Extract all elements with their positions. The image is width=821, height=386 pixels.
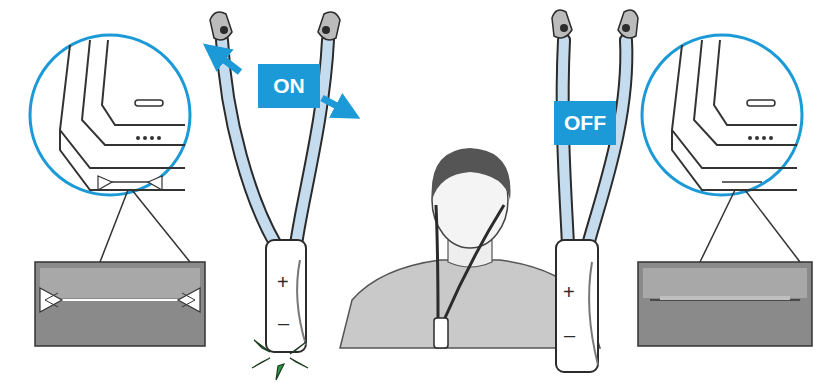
state-badge: ON [258, 64, 320, 108]
volume-button-mark: + [563, 282, 575, 302]
left-headset [210, 12, 348, 380]
right-headset [552, 10, 638, 372]
state-badge: OFF [554, 101, 616, 145]
left-detail-callout [30, 35, 205, 346]
right-detail-callout [638, 35, 812, 346]
volume-button-mark: – [278, 313, 289, 333]
volume-button-mark: + [277, 272, 289, 292]
state-text: OFF [564, 111, 606, 135]
state-text: ON [273, 74, 305, 98]
volume-button-mark: – [564, 325, 575, 345]
green-led-flash [252, 340, 308, 380]
